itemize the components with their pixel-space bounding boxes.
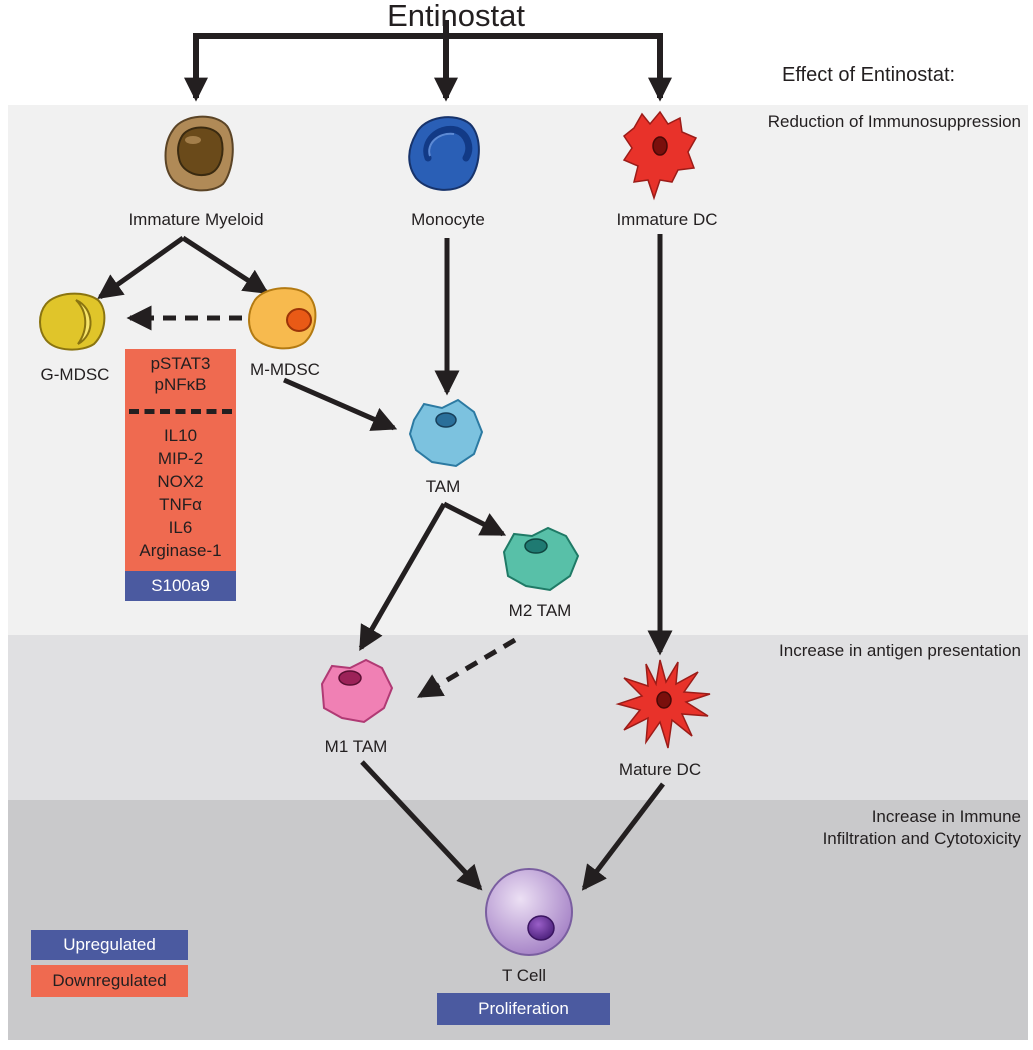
label-tam: TAM — [425, 477, 461, 496]
marker-pnfkb: pNFκB — [154, 375, 207, 394]
effect-band3-label: Increase in Immune Infiltration and Cyto… — [823, 806, 1021, 850]
legend-downregulated: Downregulated — [31, 965, 188, 997]
label-m-mdsc: M-MDSC — [250, 360, 320, 379]
immature-dc-icon — [622, 110, 698, 201]
myeloid-cell-icon — [164, 115, 234, 192]
marker-nox2: NOX2 — [157, 472, 204, 491]
marker-box-downregulated: pSTAT3 pNFκB IL10 MIP-2 NOX2 TNFα IL6 Ar… — [125, 349, 236, 571]
marker-il6: IL6 — [168, 518, 193, 537]
label-t-cell: T Cell — [501, 966, 547, 985]
arrow-m2-to-m1 — [416, 637, 517, 699]
effect-header: Effect of Entinostat: — [782, 64, 956, 86]
label-immature-dc: Immature DC — [616, 210, 718, 229]
label-m2-tam: M2 TAM — [508, 601, 572, 620]
arrow-mmdsc-to-tam — [283, 377, 398, 431]
arrow-mature-dc-to-tcell — [581, 782, 665, 891]
arrow-myeloid-to-gmdsc — [97, 235, 185, 300]
marker-divider — [129, 409, 232, 414]
band-antigen-presentation — [8, 635, 1028, 800]
effect-band3-line2: Infiltration and Cytotoxicity — [822, 828, 1021, 848]
effect-band1-label: Reduction of Immunosuppression — [767, 112, 1021, 131]
arrow-myeloid-to-mmdsc — [181, 235, 269, 295]
label-monocyte: Monocyte — [411, 210, 485, 229]
marker-tnfa: TNFα — [159, 495, 202, 514]
arrow-m1-to-tcell — [360, 760, 483, 891]
diagram-title: Entinostat — [387, 0, 525, 33]
tcell-proliferation-badge: Proliferation — [437, 993, 610, 1025]
label-immature-myeloid: Immature Myeloid — [128, 210, 264, 229]
effect-band2-label: Increase in antigen presentation — [779, 641, 1021, 660]
marker-mip2: MIP-2 — [157, 449, 204, 468]
t-cell-icon — [485, 868, 573, 956]
tam-icon — [408, 398, 484, 468]
m-mdsc-icon — [248, 287, 317, 350]
marker-s100a9: S100a9 — [125, 571, 236, 601]
legend-upregulated: Upregulated — [31, 930, 188, 960]
monocyte-icon — [408, 116, 480, 191]
label-g-mdsc: G-MDSC — [40, 365, 110, 384]
arrow-tam-to-m2 — [442, 501, 507, 537]
m2-tam-icon — [502, 526, 580, 592]
label-m1-tam: M1 TAM — [324, 737, 388, 756]
marker-arginase1: Arginase-1 — [139, 541, 222, 560]
marker-pstat3: pSTAT3 — [150, 354, 211, 373]
effect-band3-line1: Increase in Immune — [871, 807, 1021, 826]
g-mdsc-icon — [39, 292, 106, 351]
arrow-tam-to-m1 — [358, 502, 447, 652]
m1-tam-icon — [320, 658, 394, 724]
label-mature-dc: Mature DC — [618, 760, 702, 779]
mature-dc-icon — [615, 659, 711, 749]
marker-il10: IL10 — [163, 426, 198, 445]
